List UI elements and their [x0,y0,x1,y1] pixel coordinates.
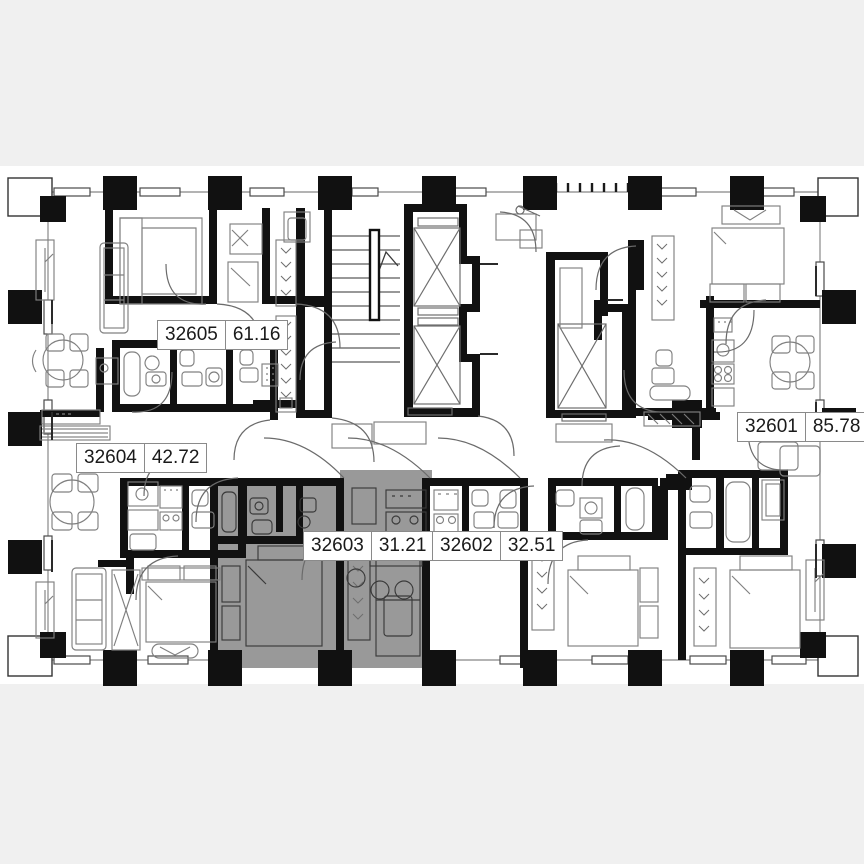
unit-area: 31.21 [378,535,427,556]
plan-paper [0,166,864,684]
corner-markers [7,177,859,677]
unit-area: 61.16 [232,324,281,345]
unit-number: 32603 [304,532,372,560]
unit-label-32605[interactable]: 32605 61.16 [157,320,289,350]
unit-label-32602[interactable]: 32602 32.51 [432,531,564,561]
unit-number: 32604 [77,444,145,472]
unit-label-32604[interactable]: 32604 42.72 [76,443,208,473]
unit-area: 85.78 [812,416,861,437]
unit-number: 32602 [433,532,501,560]
elevator-cabs [407,217,607,422]
structural-columns [8,176,856,686]
staircase [332,235,400,363]
balcony-railing [554,183,630,192]
unit-label-32603[interactable]: 32603 31.21 [303,531,435,561]
furniture [31,205,825,659]
unit-number: 32605 [158,321,226,349]
window-openings [43,187,825,665]
stair-handrail [368,228,381,322]
unit-label-32601[interactable]: 32601 85.78 [737,412,864,442]
unit-area: 32.51 [507,535,556,556]
unit-area: 42.72 [151,447,200,468]
unit-number: 32601 [738,413,806,441]
